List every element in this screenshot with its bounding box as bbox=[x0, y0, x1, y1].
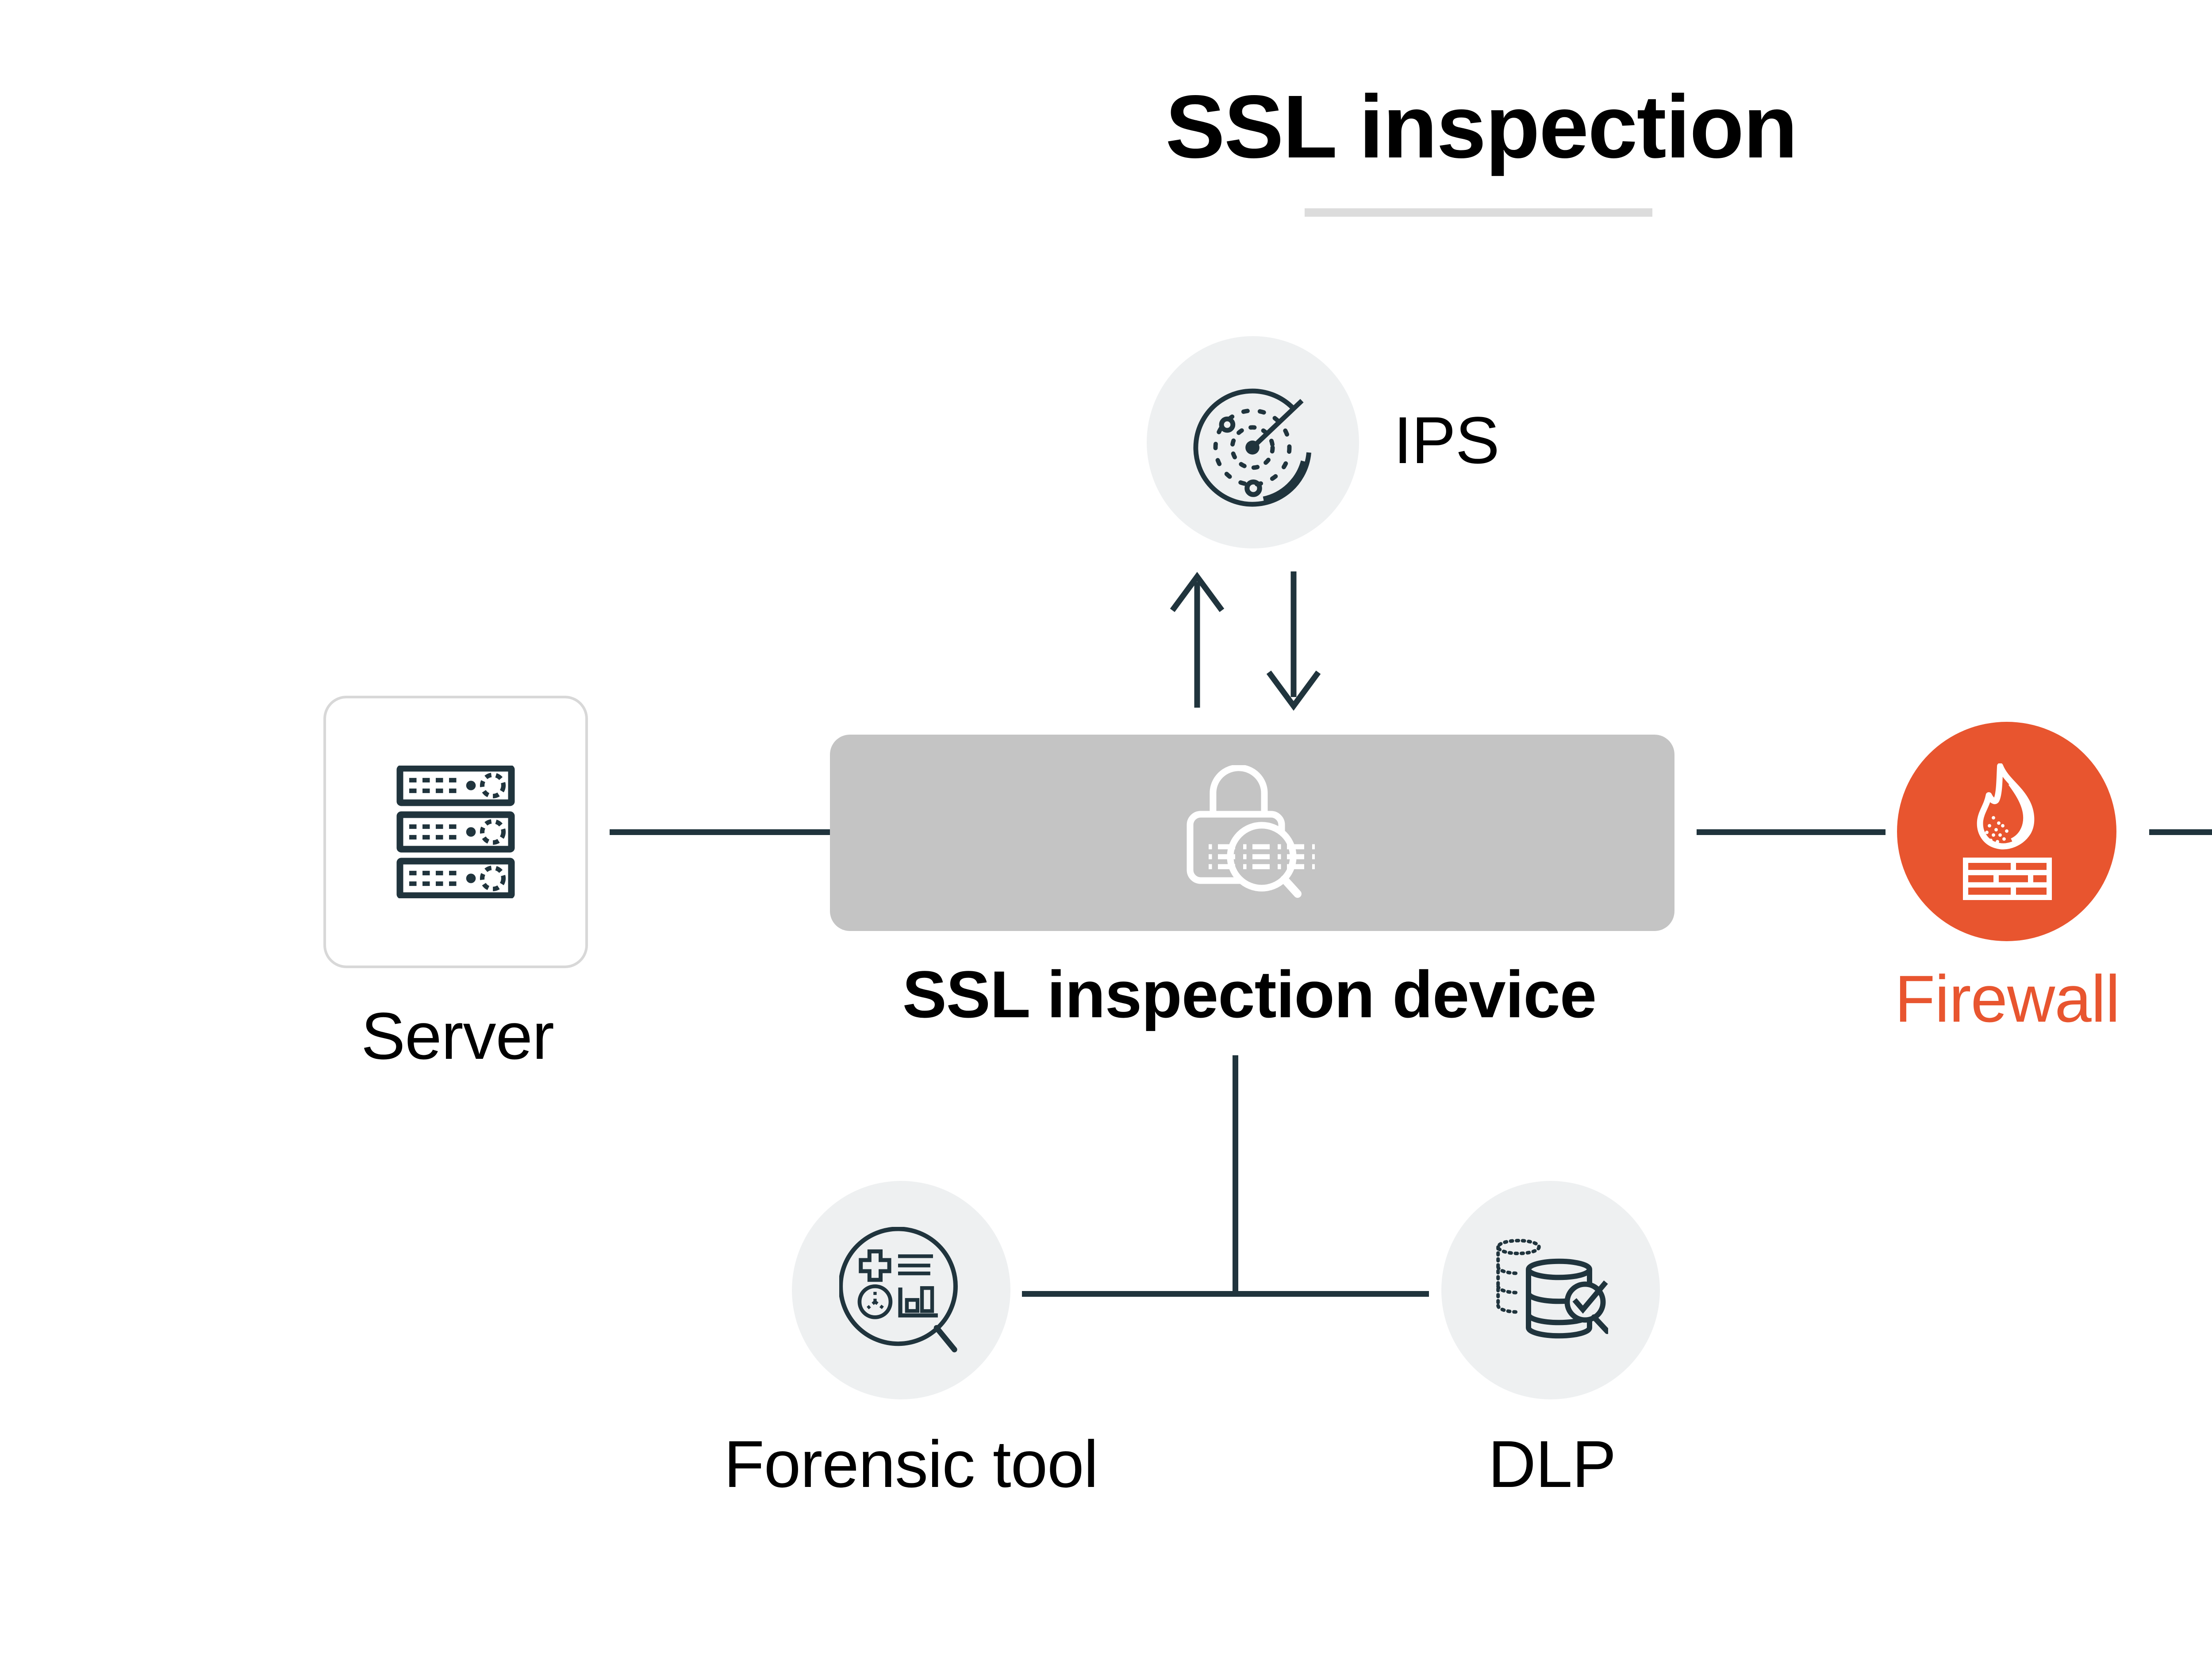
connector-device-firewall bbox=[1697, 829, 1886, 835]
padlock-magnifier-icon bbox=[1187, 765, 1315, 898]
firewall-label: Firewall bbox=[1894, 962, 2120, 1036]
flame-brick-wall-icon bbox=[1963, 763, 2052, 900]
connector-firewall-user bbox=[2149, 829, 2212, 835]
node-ips bbox=[1147, 336, 1359, 548]
magnifier-analytics-icon bbox=[839, 1227, 958, 1352]
ssl-inspection-device-label: SSL inspection device bbox=[902, 957, 1597, 1031]
node-dlp bbox=[1441, 1181, 1660, 1399]
page-title: SSL inspection bbox=[1165, 77, 1797, 176]
dlp-label: DLP bbox=[1488, 1427, 1617, 1501]
server-label: Server bbox=[361, 999, 554, 1073]
database-check-icon bbox=[1496, 1238, 1608, 1339]
arrows-device-ips bbox=[1170, 571, 1321, 711]
connector-forensic-dlp bbox=[1022, 1291, 1429, 1297]
forensic-tool-label: Forensic tool bbox=[724, 1427, 1098, 1501]
connector-server-device bbox=[610, 829, 830, 835]
arrow-up-icon bbox=[1170, 572, 1225, 708]
arrow-down-icon bbox=[1266, 571, 1321, 711]
node-server bbox=[323, 696, 588, 968]
server-rack-icon bbox=[396, 766, 515, 898]
node-forensic-tool bbox=[792, 1181, 1010, 1399]
radar-icon bbox=[1193, 388, 1311, 507]
connector-device-stub bbox=[1233, 1055, 1238, 1297]
node-ssl-inspection-device bbox=[830, 735, 1674, 931]
title-underline bbox=[1305, 208, 1652, 217]
ips-label: IPS bbox=[1394, 403, 1500, 477]
node-firewall bbox=[1897, 722, 2116, 941]
